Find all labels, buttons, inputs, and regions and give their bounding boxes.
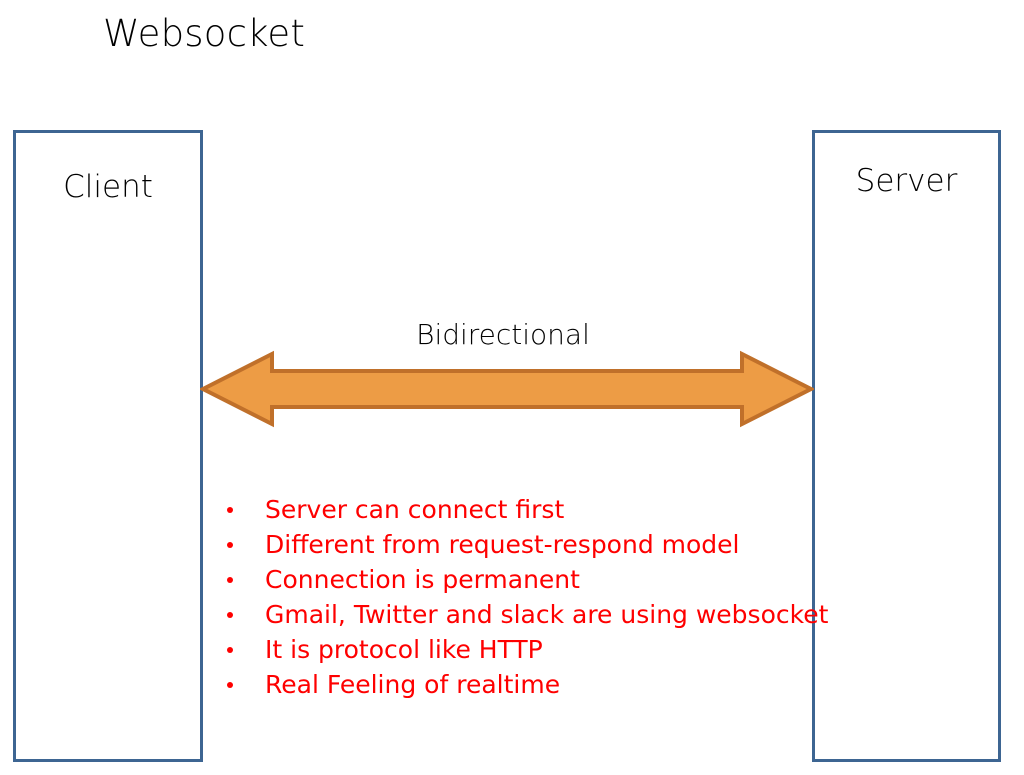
list-item-label: Different from request-respond model [265, 530, 740, 559]
list-item-label: Server can connect first [265, 495, 565, 524]
double-headed-arrow-shape [200, 350, 814, 428]
bullet-dot-icon [227, 682, 233, 688]
list-item: Connection is permanent [222, 562, 828, 597]
list-item-label: Gmail, Twitter and slack are using webso… [265, 600, 829, 629]
list-item: Gmail, Twitter and slack are using webso… [222, 597, 828, 632]
server-node-box[interactable]: Server [812, 130, 1001, 762]
list-item-label: Real Feeling of realtime [265, 670, 561, 699]
list-item: Different from request-respond model [222, 527, 828, 562]
bullet-dot-icon [227, 507, 233, 513]
bullet-dot-icon [227, 612, 233, 618]
bullet-dot-icon [227, 647, 233, 653]
client-node-box[interactable]: Client [13, 130, 203, 762]
connector-label: Bidirectional [416, 318, 590, 351]
client-node-label: Client [63, 169, 153, 205]
bidirectional-arrow-icon [200, 350, 814, 428]
bullet-dot-icon [227, 542, 233, 548]
notes-bullet-list: Server can connect first Different from … [222, 492, 828, 702]
list-item: Server can connect first [222, 492, 828, 527]
list-item-label: It is protocol like HTTP [265, 635, 543, 664]
page-title: Websocket [103, 12, 306, 55]
bullet-dot-icon [227, 577, 233, 583]
server-node-label: Server [855, 163, 958, 199]
list-item-label: Connection is permanent [265, 565, 580, 594]
list-item: It is protocol like HTTP [222, 632, 828, 667]
list-item: Real Feeling of realtime [222, 667, 828, 702]
